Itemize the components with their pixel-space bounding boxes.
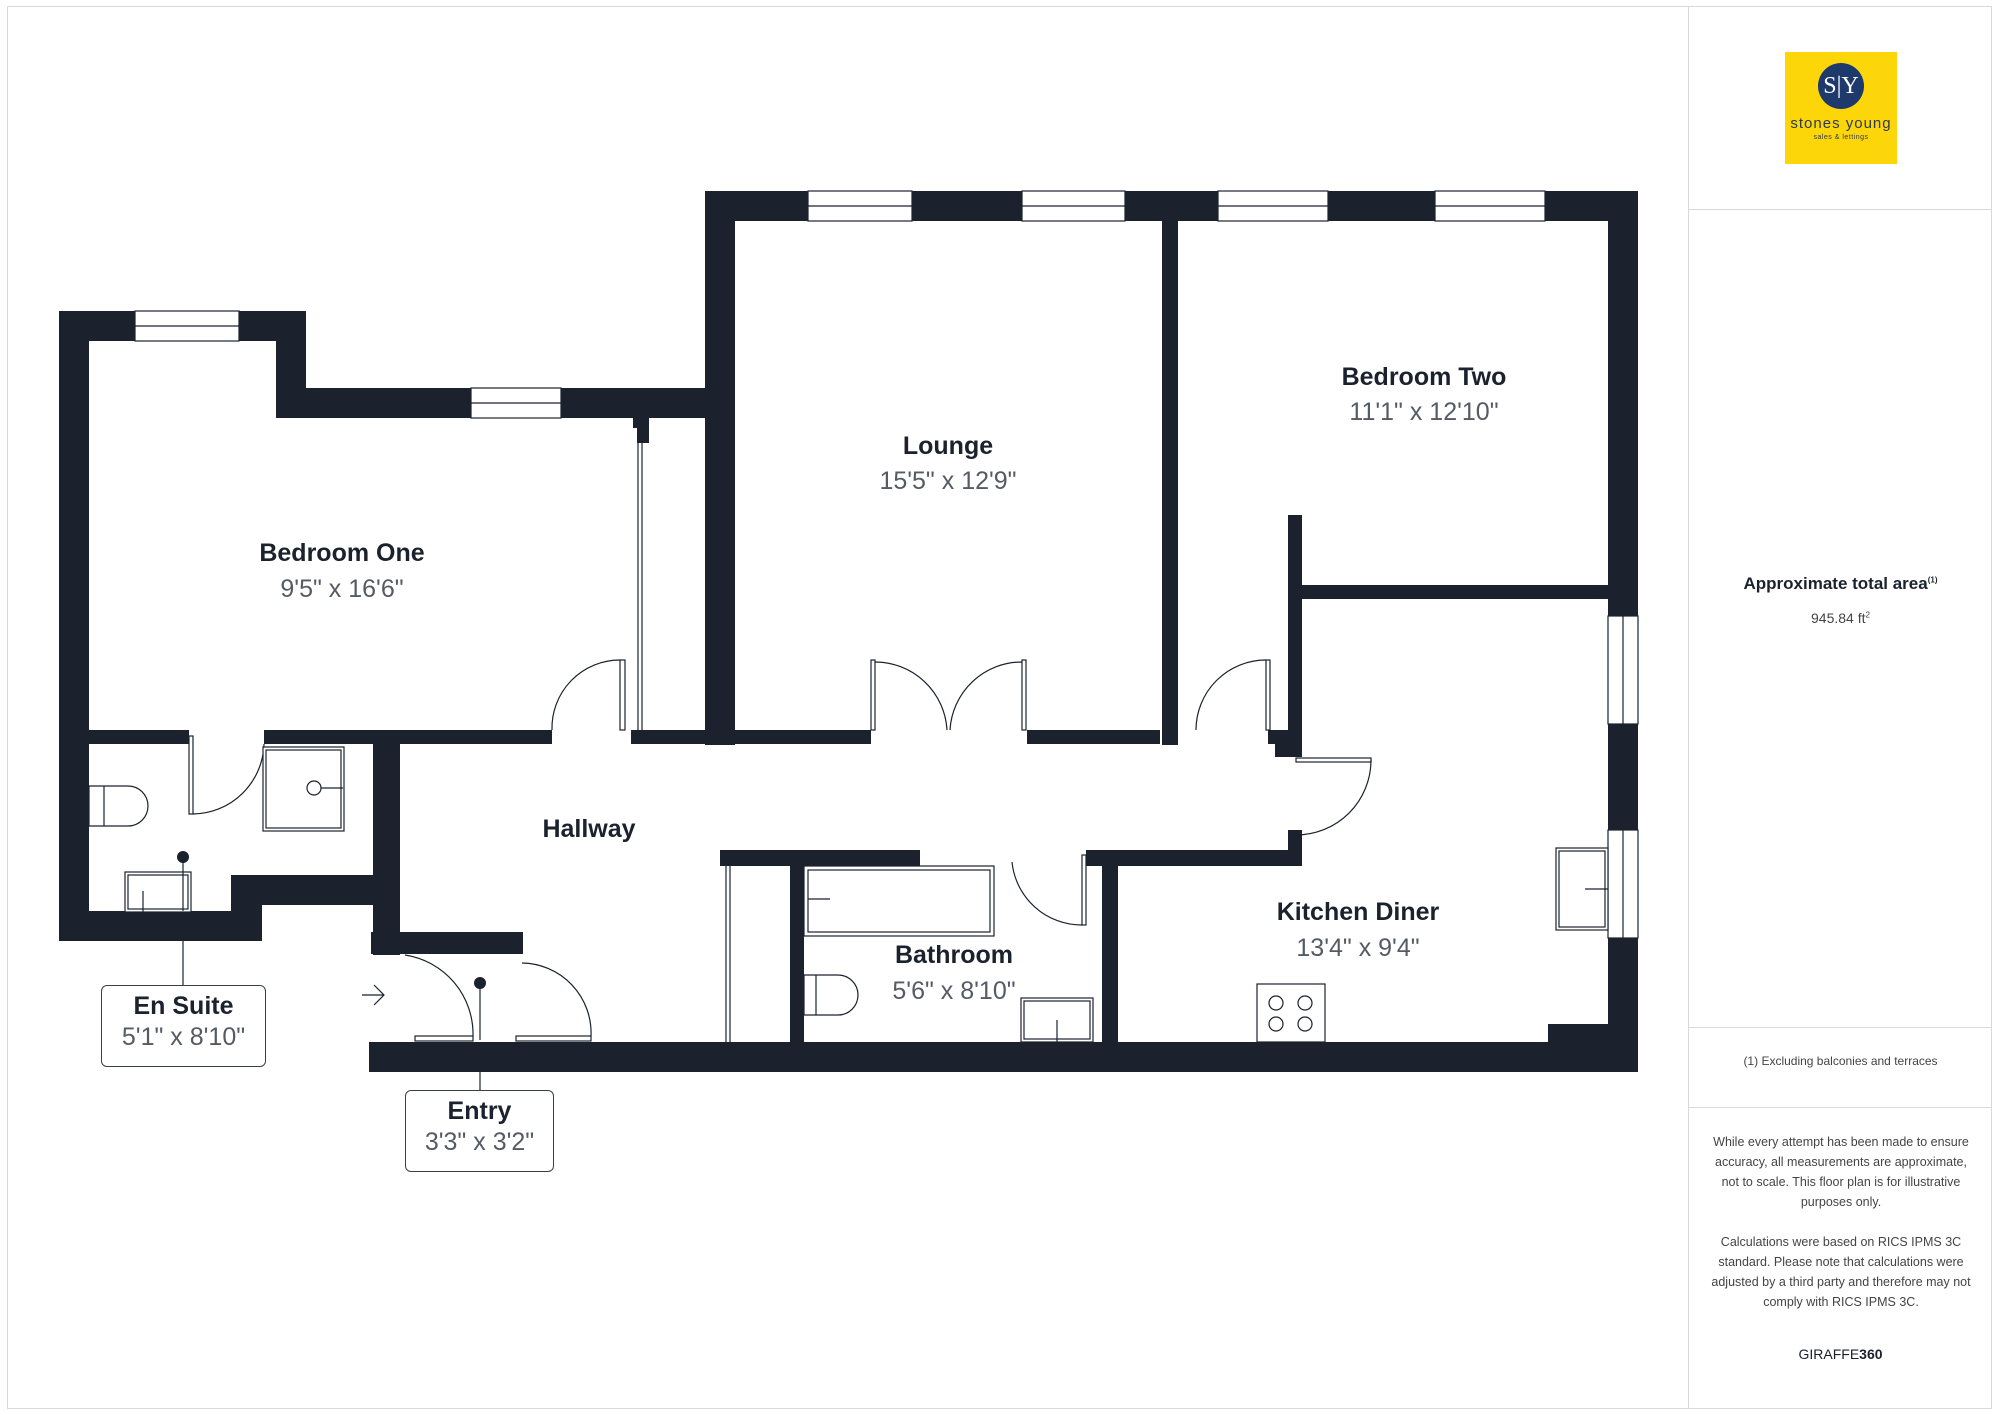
fixtures [88, 746, 1609, 1043]
agency-logo: S|Y stones young sales & lettings [1785, 52, 1897, 164]
area-title: Approximate total area(1) [1689, 574, 1992, 594]
room-name-bathroom: Bathroom [895, 941, 1013, 969]
area-footnote-marker: (1) [1927, 575, 1938, 585]
room-dims-bedroom-two: 11'1" x 12'10" [1349, 398, 1498, 426]
brand-bold: 360 [1859, 1346, 1883, 1362]
leader-lines [182, 941, 481, 1090]
area-section [1689, 210, 1992, 1028]
giraffe360-brand: GIRAFFE360 [1689, 1346, 1992, 1362]
label-en-suite: En Suite 5'1" x 8'10" [101, 985, 266, 1067]
room-dims-lounge: 15'5" x 12'9" [879, 467, 1016, 495]
footnote-section [1689, 1028, 1992, 1108]
page-frame [7, 6, 1992, 1409]
disclaimer: While every attempt has been made to ens… [1709, 1132, 1973, 1332]
room-name-entry: Entry [447, 1097, 512, 1125]
room-name-kitchen-diner: Kitchen Diner [1277, 898, 1440, 926]
floor-plan: Bedroom One 9'5" x 16'6" Lounge 15'5" x … [59, 190, 1639, 1090]
room-dims-bathroom: 5'6" x 8'10" [892, 977, 1015, 1005]
doors [188, 443, 1372, 1042]
disclaimer-rics: Calculations were based on RICS IPMS 3C … [1711, 1235, 1971, 1309]
logo-monogram: S|Y [1818, 63, 1864, 109]
windows [134, 190, 1639, 939]
room-dims-entry: 3'3" x 3'2" [424, 1128, 535, 1156]
room-name-lounge: Lounge [903, 432, 993, 460]
logo-section: S|Y stones young sales & lettings [1689, 6, 1992, 210]
area-title-text: Approximate total area [1743, 574, 1928, 593]
room-name-en-suite: En Suite [133, 992, 234, 1020]
label-entry: Entry 3'3" x 3'2" [405, 1090, 554, 1172]
ceiling-lights [177, 851, 486, 1040]
room-dims-kitchen-diner: 13'4" x 9'4" [1296, 934, 1419, 962]
info-sidebar: S|Y stones young sales & lettings Approx… [1688, 6, 1992, 1409]
brand-light: GIRAFFE [1798, 1346, 1860, 1362]
area-value: 945.84 ft2 [1689, 610, 1992, 626]
logo-tagline: sales & lettings [1813, 134, 1869, 141]
room-dims-bedroom-one: 9'5" x 16'6" [280, 575, 403, 603]
footnote-text: (1) Excluding balconies and terraces [1743, 1054, 1938, 1068]
room-name-bedroom-one: Bedroom One [259, 539, 424, 567]
room-name-hallway: Hallway [542, 815, 635, 843]
area-unit-sup: 2 [1865, 610, 1870, 620]
area-value-text: 945.84 ft [1811, 610, 1866, 626]
room-dims-en-suite: 5'1" x 8'10" [121, 1023, 246, 1051]
room-name-bedroom-two: Bedroom Two [1342, 363, 1507, 391]
logo-name: stones young [1790, 115, 1892, 132]
disclaimer-accuracy: While every attempt has been made to ens… [1713, 1135, 1969, 1209]
